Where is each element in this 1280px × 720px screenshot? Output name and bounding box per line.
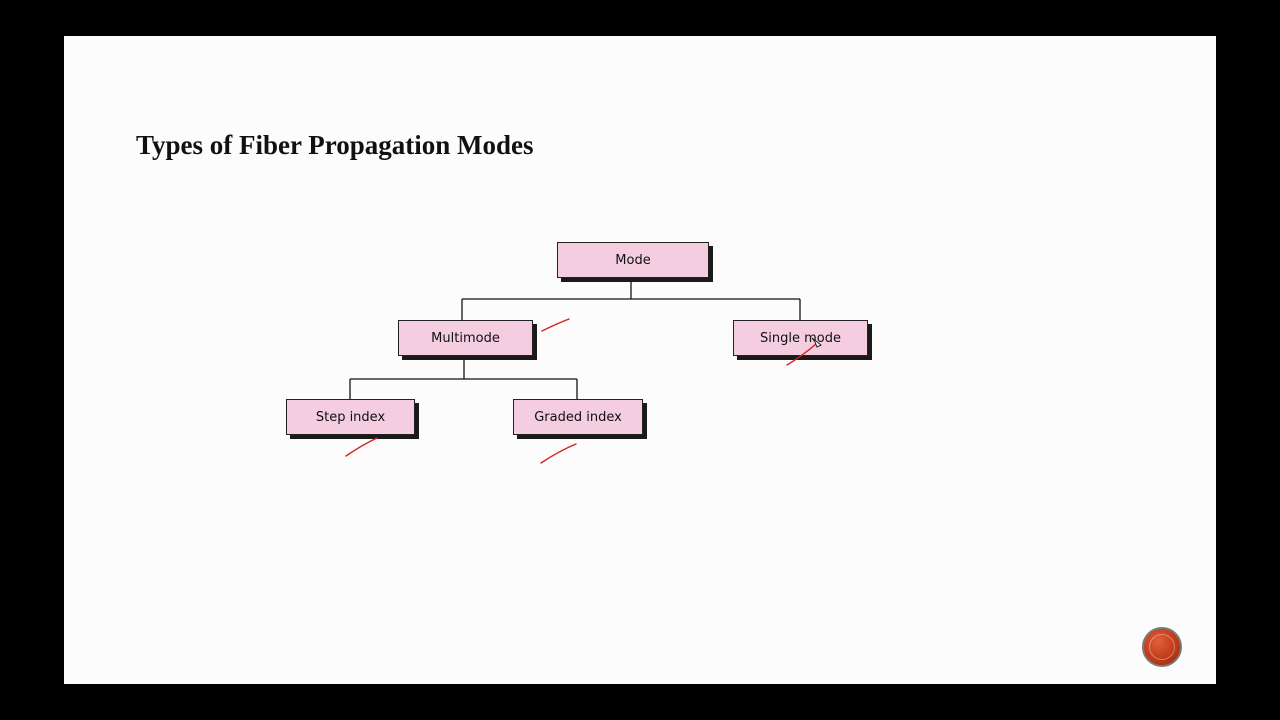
node-mode: Mode: [557, 242, 709, 278]
pen-cursor-icon: [811, 337, 822, 348]
slide: Types of Fiber Propagation Modes Mode Mu…: [64, 36, 1216, 684]
node-graded-index: Graded index: [513, 399, 643, 435]
node-single-mode: Single mode: [733, 320, 868, 356]
connector-lines: [349, 278, 801, 399]
annotation-mark-step-index: [345, 437, 378, 457]
annotation-mark-single-mode: [786, 343, 817, 366]
node-multimode: Multimode: [398, 320, 533, 356]
annotation-mark-multimode: [541, 318, 570, 332]
pen-annotations: [345, 318, 822, 464]
slide-title: Types of Fiber Propagation Modes: [136, 130, 534, 160]
node-step-index: Step index: [286, 399, 415, 435]
annotation-mark-graded-index: [540, 443, 577, 464]
presentation-logo-icon: [1142, 627, 1182, 667]
